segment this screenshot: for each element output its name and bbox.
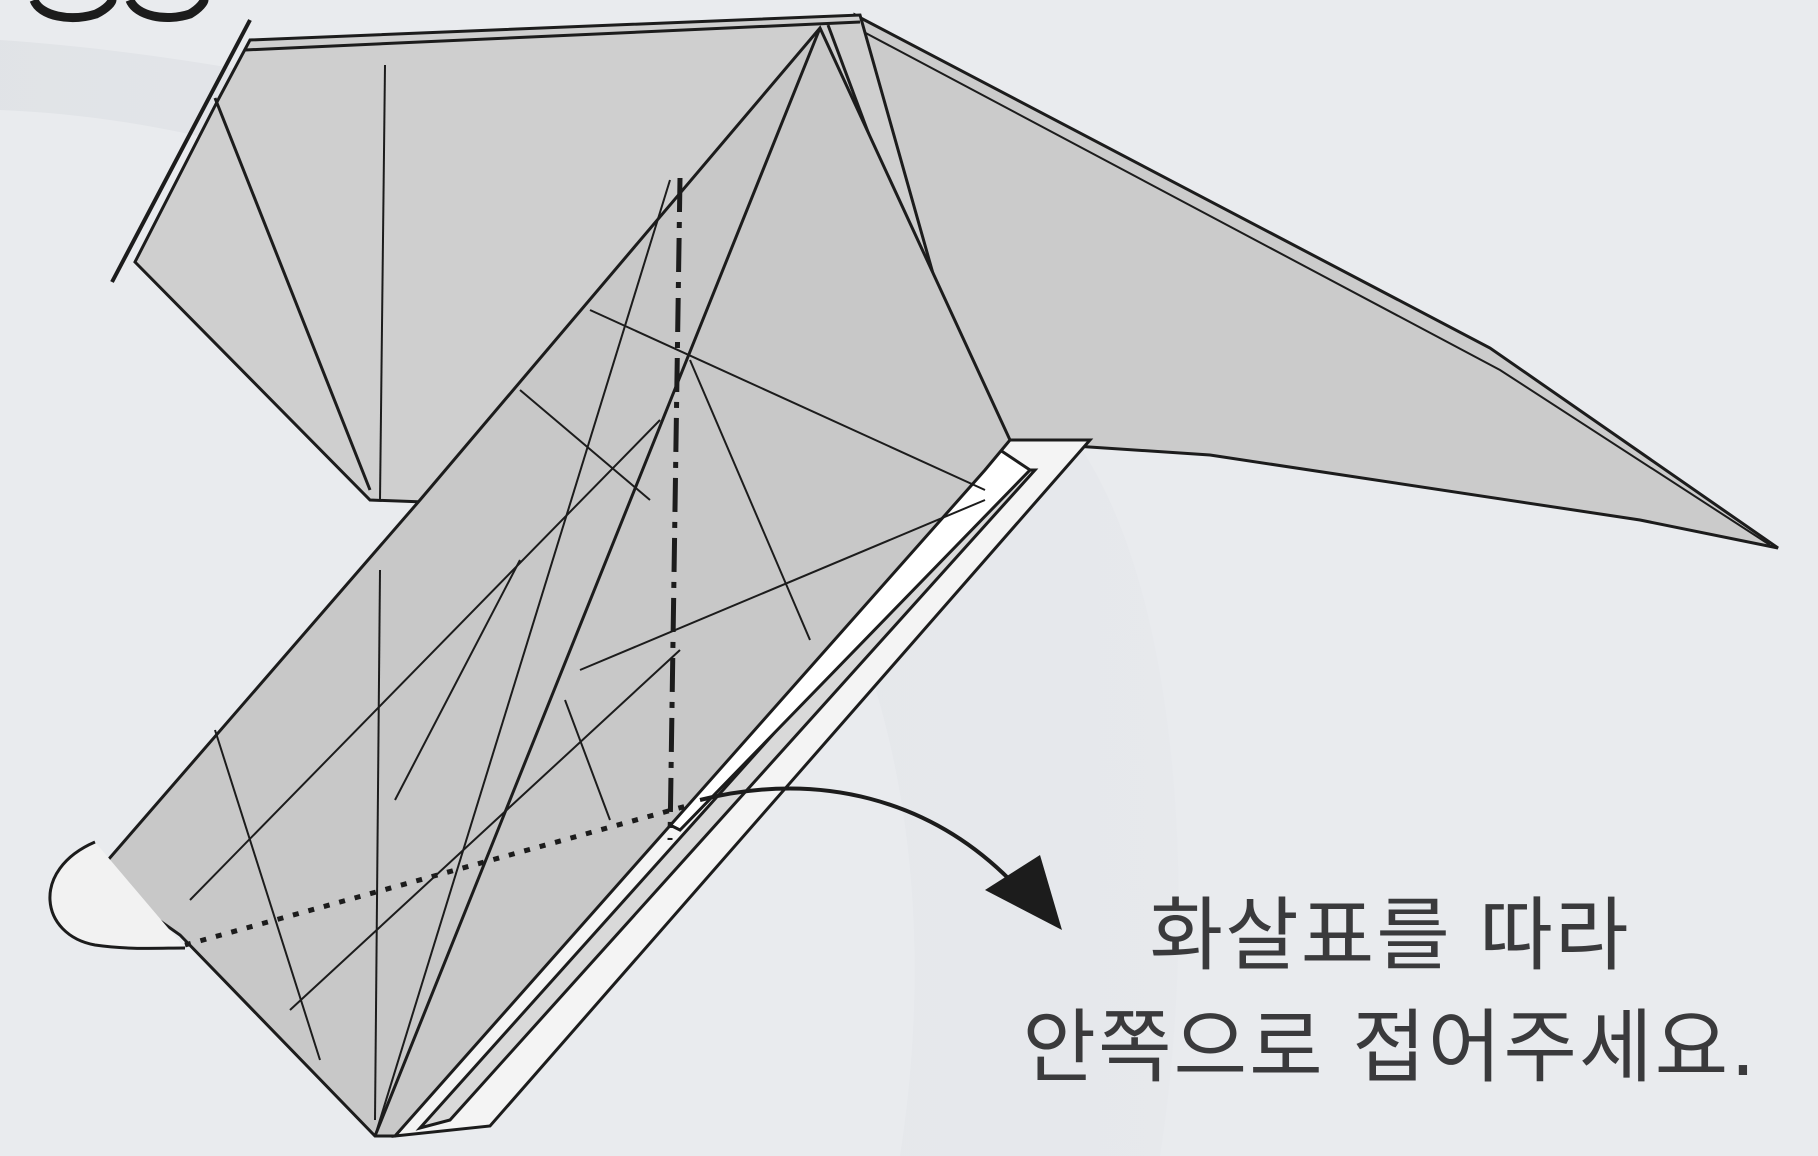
- instruction-line-2: 안쪽으로 접어주세요.: [1010, 992, 1770, 1104]
- instruction-line-1: 화살표를 따라: [1010, 880, 1770, 992]
- step-number: [34, 0, 204, 18]
- instruction-text: 화살표를 따라 안쪽으로 접어주세요.: [1010, 880, 1770, 1104]
